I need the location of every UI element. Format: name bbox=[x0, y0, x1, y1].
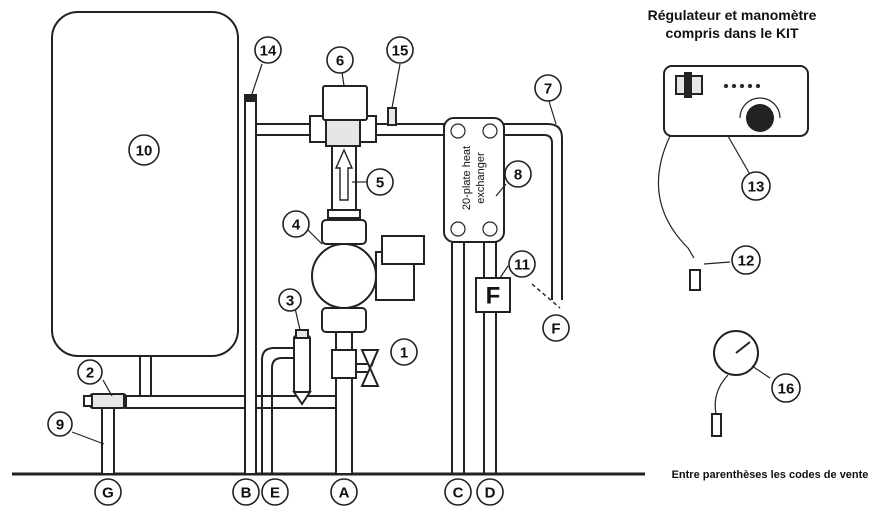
svg-text:14: 14 bbox=[260, 43, 277, 60]
filter-symbol: F bbox=[486, 283, 501, 310]
callout-5: 5 bbox=[366, 168, 394, 196]
sales-codes-note: Entre parenthèses les codes de vente bbox=[672, 469, 869, 481]
callout-10: 10 bbox=[128, 134, 160, 166]
pipe-d bbox=[483, 242, 497, 474]
tank-outlet-stub bbox=[139, 355, 152, 401]
callout-9: 9 bbox=[47, 411, 73, 437]
svg-text:2: 2 bbox=[86, 365, 94, 382]
label-b: B bbox=[232, 478, 260, 506]
svg-text:F: F bbox=[551, 321, 560, 338]
pipe-f-dashed bbox=[531, 283, 561, 309]
return-pipe bbox=[125, 395, 352, 409]
sensor-probe bbox=[689, 269, 701, 291]
flow-tube bbox=[327, 145, 361, 219]
pipe-b bbox=[244, 99, 257, 475]
heat-exchanger-label-2: exchanger bbox=[475, 152, 487, 204]
svg-text:16: 16 bbox=[778, 381, 795, 398]
svg-text:7: 7 bbox=[544, 81, 552, 98]
storage-tank bbox=[51, 11, 239, 357]
svg-text:13: 13 bbox=[748, 179, 765, 196]
callout-15: 15 bbox=[386, 36, 414, 64]
callout-3: 3 bbox=[278, 288, 302, 312]
svg-text:8: 8 bbox=[514, 167, 522, 184]
kit-caption-line-1: Régulateur et manomètre bbox=[648, 7, 817, 23]
callout-1: 1 bbox=[390, 338, 418, 366]
vent-15 bbox=[387, 107, 397, 126]
svg-text:D: D bbox=[485, 485, 496, 502]
kit-caption-line-2: compris dans le KIT bbox=[665, 25, 798, 41]
svg-text:G: G bbox=[102, 485, 114, 502]
label-a: A bbox=[330, 478, 358, 506]
callout-6: 6 bbox=[326, 46, 354, 74]
svg-text:9: 9 bbox=[56, 417, 64, 434]
svg-text:C: C bbox=[453, 485, 464, 502]
fill-valve bbox=[355, 349, 380, 387]
top-pipe-left bbox=[255, 123, 315, 136]
svg-text:5: 5 bbox=[376, 175, 384, 192]
label-c: C bbox=[444, 478, 472, 506]
safety-valve bbox=[292, 329, 312, 406]
svg-text:3: 3 bbox=[286, 293, 294, 310]
svg-text:15: 15 bbox=[392, 43, 409, 60]
three-way-valve bbox=[309, 85, 377, 147]
svg-text:A: A bbox=[339, 485, 350, 502]
callout-13: 13 bbox=[741, 171, 771, 201]
svg-text:E: E bbox=[270, 485, 280, 502]
regulator-unit bbox=[663, 65, 809, 137]
heat-exchanger-label-1: 20-plate heat bbox=[461, 146, 473, 210]
drain-valve bbox=[83, 393, 133, 409]
pipe-g bbox=[101, 407, 115, 475]
callout-2: 2 bbox=[77, 359, 103, 385]
svg-text:4: 4 bbox=[292, 217, 301, 234]
pipe-7 bbox=[504, 123, 563, 300]
label-e: E bbox=[261, 478, 289, 506]
sensor-cable bbox=[657, 135, 695, 259]
callout-7: 7 bbox=[534, 74, 562, 102]
svg-text:11: 11 bbox=[514, 257, 530, 274]
callout-8: 8 bbox=[504, 160, 532, 188]
svg-text:10: 10 bbox=[136, 143, 153, 160]
vent-14 bbox=[244, 94, 257, 102]
svg-text:1: 1 bbox=[400, 345, 408, 362]
pressure-gauge bbox=[711, 330, 759, 437]
label-f: F bbox=[542, 314, 570, 342]
pipe-e bbox=[261, 347, 300, 474]
callout-16: 16 bbox=[771, 373, 801, 403]
svg-text:6: 6 bbox=[336, 53, 344, 70]
filter-box bbox=[475, 277, 511, 313]
callout-14: 14 bbox=[254, 36, 282, 64]
label-d: D bbox=[476, 478, 504, 506]
heat-exchanger: 20-plate heat exchanger bbox=[443, 117, 505, 243]
tee-fitting bbox=[331, 349, 357, 379]
circulator-pump bbox=[311, 219, 425, 333]
callout-11: 11 bbox=[508, 250, 536, 278]
pipe-c bbox=[451, 242, 465, 474]
svg-text:B: B bbox=[241, 485, 252, 502]
svg-text:12: 12 bbox=[738, 253, 755, 270]
callout-12: 12 bbox=[731, 245, 761, 275]
leader-lines bbox=[71, 63, 771, 445]
top-pipe-right bbox=[373, 123, 445, 136]
label-g: G bbox=[94, 478, 122, 506]
callout-4: 4 bbox=[282, 210, 310, 238]
